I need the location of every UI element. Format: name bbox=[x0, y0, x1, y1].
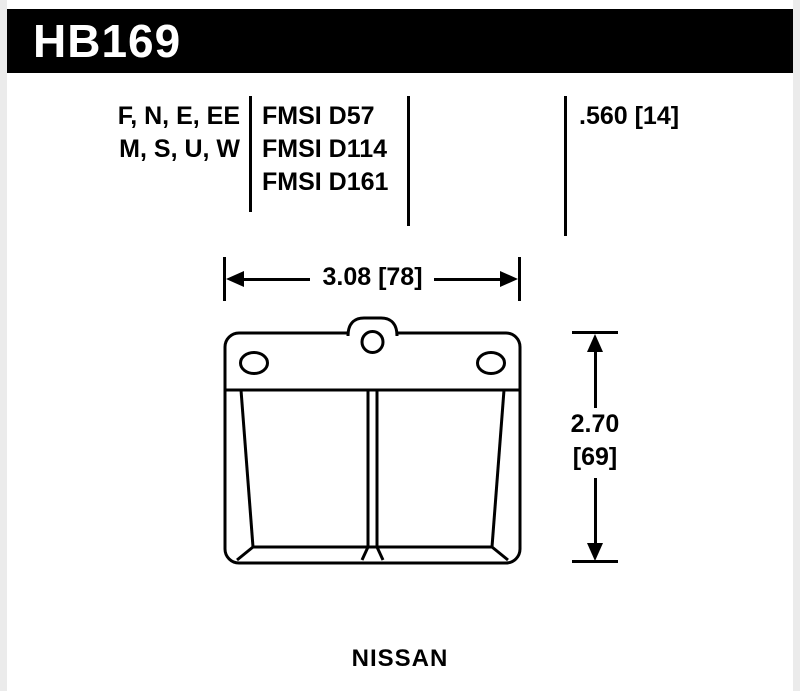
compound-row-2: M, S, U, W bbox=[119, 135, 240, 163]
thickness-divider bbox=[564, 96, 567, 236]
spec-divider-2 bbox=[407, 96, 410, 226]
width-dim-shaft-right bbox=[434, 278, 502, 281]
compound-row-1: F, N, E, EE bbox=[117, 102, 240, 130]
width-dim-shaft-left bbox=[242, 278, 310, 281]
header-bar: HB169 bbox=[7, 9, 793, 73]
page-edge-right bbox=[793, 0, 800, 691]
bottom-left-chamfer bbox=[236, 545, 254, 562]
backing-plate-outline bbox=[223, 331, 522, 565]
brake-pad-drawing bbox=[223, 316, 522, 565]
top-tab bbox=[346, 316, 399, 337]
width-extension-line-left bbox=[223, 257, 226, 301]
fmsi-row-3: FMSI D161 bbox=[262, 168, 389, 196]
bottom-right-chamfer bbox=[491, 545, 509, 562]
part-number: HB169 bbox=[33, 15, 182, 67]
vehicle-application-label: NISSAN bbox=[351, 645, 449, 672]
height-dim-shaft-bottom bbox=[594, 478, 597, 544]
slot-bottom-right-flare bbox=[375, 546, 385, 561]
height-arrow-up-icon bbox=[587, 334, 603, 352]
page-edge-left bbox=[0, 0, 7, 691]
thickness-dimension: .560 [14] bbox=[579, 102, 680, 130]
friction-right-edge bbox=[490, 389, 506, 548]
height-arrow-down-icon bbox=[587, 543, 603, 561]
height-extension-line-top bbox=[572, 331, 618, 334]
width-extension-line-right bbox=[518, 257, 521, 301]
height-dimension-inches: 2.70 bbox=[570, 410, 620, 438]
right-hole bbox=[476, 351, 506, 375]
tab-hole bbox=[360, 330, 385, 354]
width-dimension-label: 3.08 [78] bbox=[322, 263, 423, 291]
spec-divider-1 bbox=[249, 96, 252, 212]
slot-bottom-left-flare bbox=[360, 546, 370, 561]
friction-left-edge bbox=[239, 389, 255, 548]
fmsi-row-1: FMSI D57 bbox=[262, 102, 375, 130]
height-dim-shaft-top bbox=[594, 350, 597, 408]
width-arrow-right-icon bbox=[500, 271, 518, 287]
height-dimension-mm: [69] bbox=[572, 443, 618, 471]
width-arrow-left-icon bbox=[226, 271, 244, 287]
left-hole bbox=[239, 351, 269, 375]
fmsi-row-2: FMSI D114 bbox=[262, 135, 388, 163]
height-extension-line-bottom bbox=[572, 560, 618, 563]
